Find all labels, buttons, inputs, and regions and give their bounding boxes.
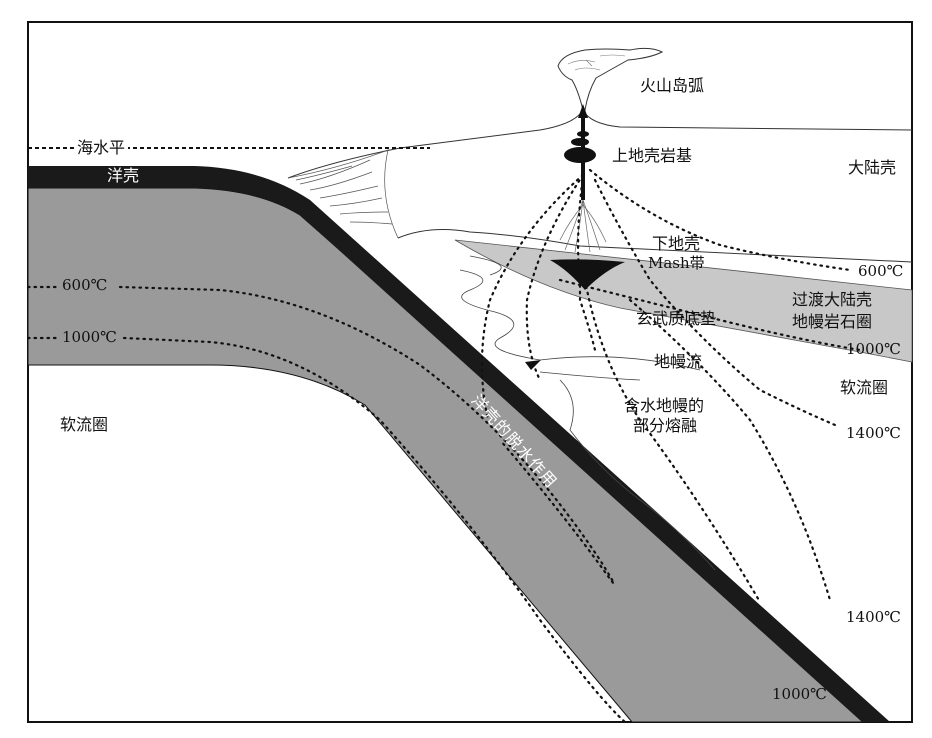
continental-crust-label: 大陆壳 [848,158,897,177]
asthenosphere-right-label: 软流圈 [840,378,889,397]
isotherm-right-1400-lower: 1400℃ [846,608,901,626]
continental-surface [287,108,913,179]
mantle-flow-label: 地幔流 [654,352,703,371]
oceanic-crust-label: 洋壳 [107,166,140,185]
lower-crust-base [397,229,913,263]
asthenosphere-left-label: 软流圈 [60,415,109,434]
transitional-label-1: 过渡大陆壳 [792,290,873,309]
isotherm-right-1000: 1000℃ [846,340,901,358]
isotherm-right-600: 600℃ [858,262,904,280]
accretionary-wedge [287,149,399,239]
conduit-arrow [578,104,588,118]
transitional-label-2: 地幔岩石圈 [792,312,873,331]
mantle-flow-lines [459,255,716,571]
batholith-top [577,131,589,137]
isotherm-left-1000: 1000℃ [62,328,117,346]
batholith-upper [571,138,589,146]
batholith-label: 上地壳岩基 [612,146,693,165]
isotherm-right-1400-upper: 1400℃ [846,424,901,442]
batholith-body [564,147,596,163]
volcanic-plume [557,47,664,111]
sea-level-label: 海水平 [74,140,129,156]
isotherms [26,168,862,724]
hydrous-melting-label-2: 部分熔融 [633,416,698,435]
volcanic-arc-label: 火山岛弧 [640,76,705,95]
plume-texture [567,54,626,71]
mash-zone-body [550,259,625,290]
oceanic-crust-band [28,166,890,722]
rising-melt [559,199,607,253]
hydrous-melting-label-1: 含水地幔的 [624,396,705,415]
lower-crust-label: 下地壳 [652,234,701,253]
isotherm-left-600: 600℃ [62,276,108,294]
subducting-lithosphere [27,187,872,723]
isotherm-bottom-1000: 1000℃ [772,685,827,703]
basaltic-underplate-label: 玄武质底垫 [636,309,717,328]
diagram-frame [27,21,913,723]
mash-zone-label: Mash带 [648,254,705,272]
